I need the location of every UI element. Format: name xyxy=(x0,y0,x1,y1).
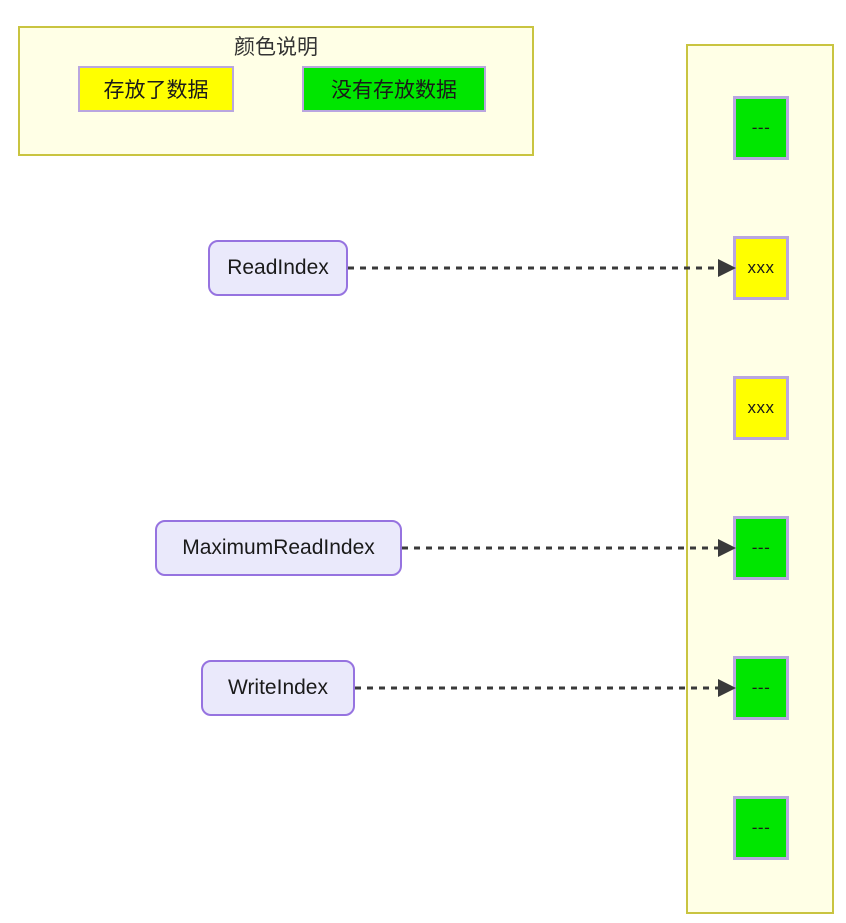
pointer-box-maximumreadindex[interactable]: MaximumReadIndex xyxy=(155,520,402,576)
connector-arrow-writeindex xyxy=(355,676,736,700)
buffer-column: --- xxx xxx --- --- --- xyxy=(686,44,834,914)
buffer-cell-3: --- xyxy=(733,516,789,580)
legend-title: 颜色说明 xyxy=(234,36,318,59)
connector-arrow-readindex xyxy=(348,256,736,280)
buffer-cell-0: --- xyxy=(733,96,789,160)
buffer-cell-1: xxx xyxy=(733,236,789,300)
pointer-box-writeindex[interactable]: WriteIndex xyxy=(201,660,355,716)
pointer-box-readindex[interactable]: ReadIndex xyxy=(208,240,348,296)
buffer-cell-5: --- xyxy=(733,796,789,860)
buffer-cell-2: xxx xyxy=(733,376,789,440)
legend-panel: 颜色说明 存放了数据 没有存放数据 xyxy=(18,26,534,156)
buffer-cell-4: --- xyxy=(733,656,789,720)
legend-swatch-data-stored: 存放了数据 xyxy=(78,66,234,112)
legend-swatch-no-data-stored: 没有存放数据 xyxy=(302,66,486,112)
